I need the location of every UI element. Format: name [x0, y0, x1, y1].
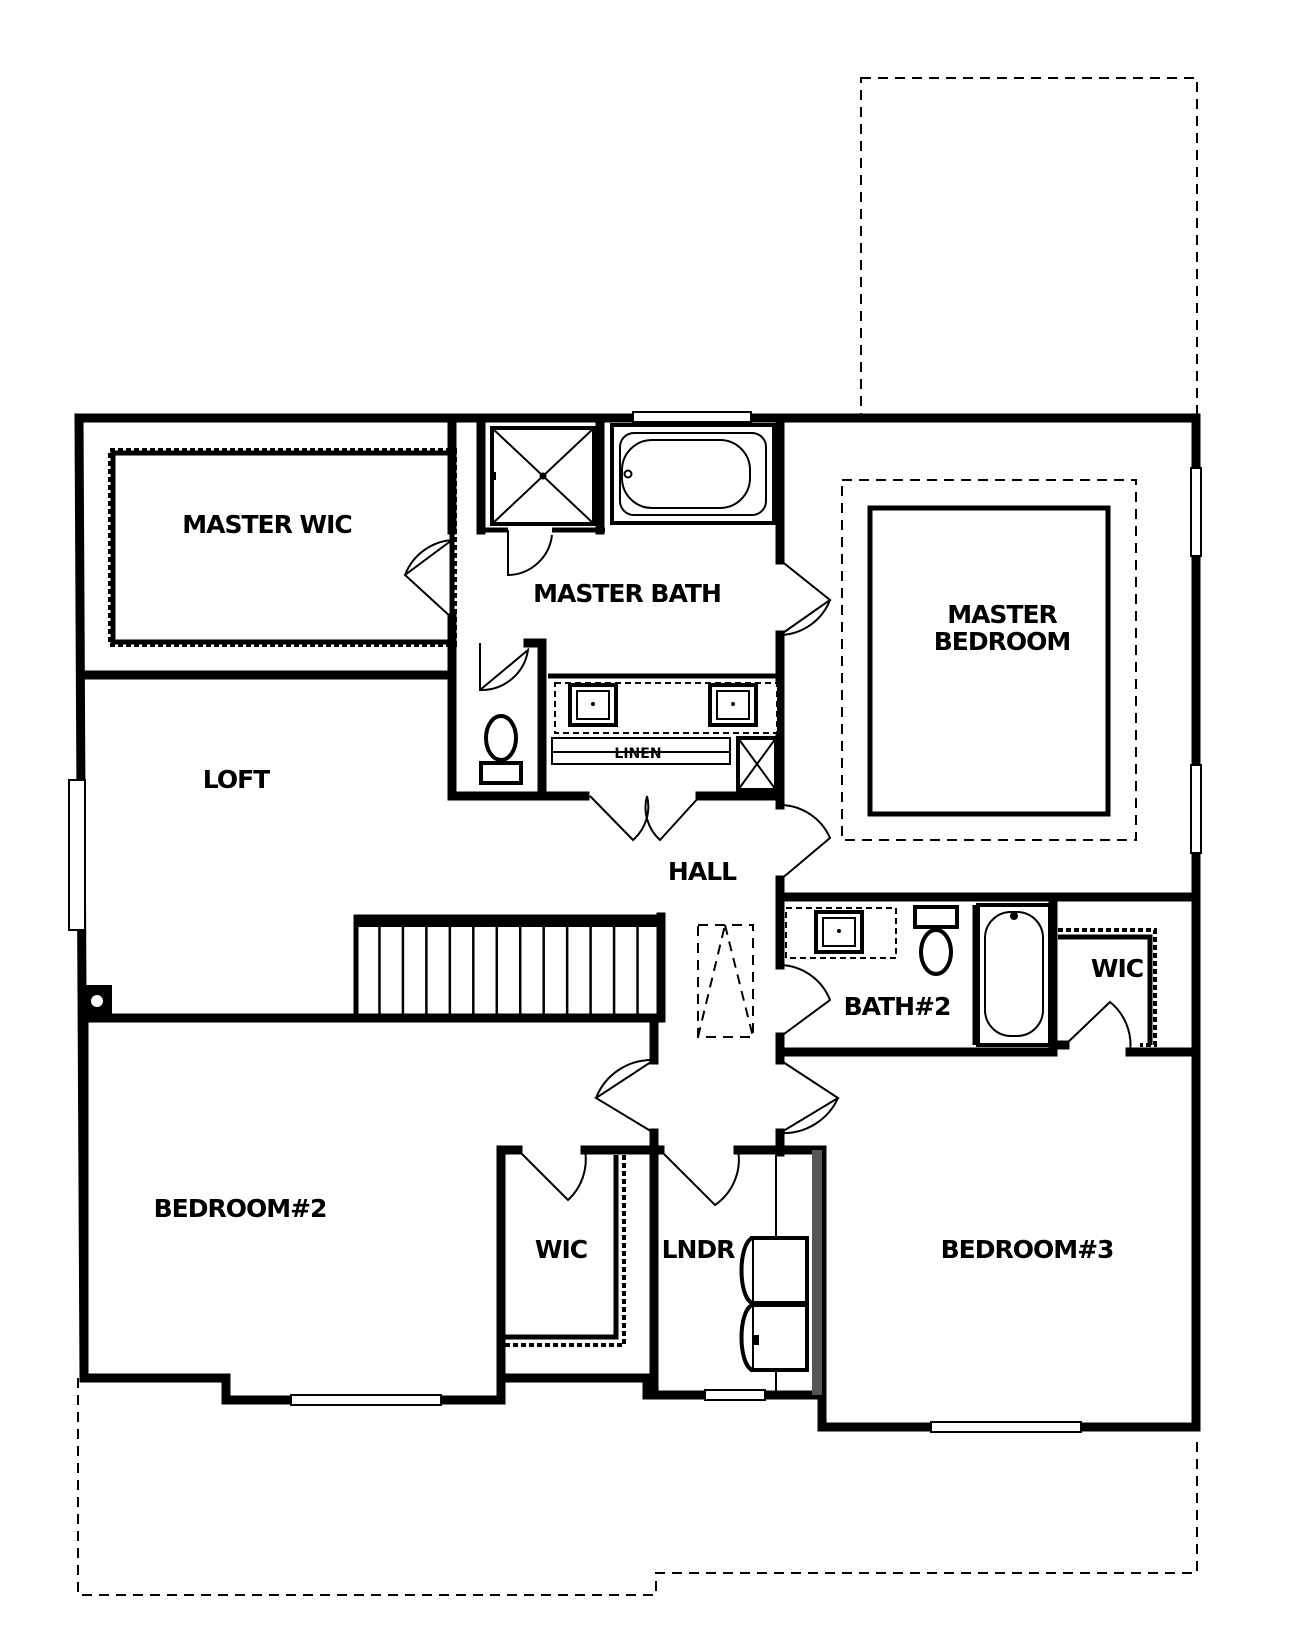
vanity	[554, 682, 778, 734]
sink-icon	[568, 683, 618, 727]
upper-dashed-area	[860, 77, 1198, 417]
label-wic-right: WIC	[1091, 954, 1143, 983]
attic-access-icon	[697, 924, 754, 1038]
window-bed2	[290, 1394, 442, 1406]
label-master-wic: MASTER WIC	[182, 510, 352, 539]
right-wic-shelf-inner	[1058, 934, 1153, 1045]
sink-icon	[708, 683, 758, 727]
bath2-door	[779, 964, 832, 1038]
toilet-icon	[913, 905, 959, 976]
right-wic-shelving	[1058, 928, 1157, 1047]
label-hall: HALL	[668, 857, 737, 886]
vanity-bath2	[785, 907, 897, 959]
label-master-bedroom-1: MASTER	[947, 600, 1057, 629]
master-wic-shelving-inner	[110, 450, 455, 645]
lower-dashed-area	[77, 1378, 1198, 1596]
label-loft: LOFT	[203, 765, 270, 794]
exterior-wall	[74, 413, 1201, 1432]
sink-icon	[814, 910, 864, 954]
dryer-icon	[739, 1236, 809, 1305]
shower-door-swing	[507, 530, 553, 577]
window-bed3	[930, 1421, 1082, 1433]
bed2-wic-door	[517, 1149, 587, 1202]
wall-lndr-hatched	[812, 1150, 822, 1395]
lndr-door	[659, 1149, 740, 1207]
washer-icon	[739, 1303, 809, 1372]
label-wic-left: WIC	[535, 1235, 587, 1264]
masterbath-right-door	[779, 559, 832, 636]
stairs-icon	[353, 914, 664, 1019]
wc-door-swing	[479, 643, 530, 692]
master-wic-shelving	[108, 448, 457, 647]
toilet-icon	[479, 714, 523, 785]
bed2-wic-shelf-inner	[505, 1155, 619, 1340]
label-bedroom2: BEDROOM#2	[154, 1194, 327, 1223]
masterbed-door	[779, 804, 832, 881]
label-master-bath: MASTER BATH	[533, 579, 721, 608]
masterbath-left-door	[403, 539, 453, 619]
label-linen: LINEN	[614, 746, 661, 762]
label-bath2: BATH#2	[844, 992, 951, 1021]
tray-ceiling-outer	[841, 479, 1137, 841]
window-top-bath	[632, 411, 752, 423]
stair-treads	[378, 920, 639, 1016]
label-bedroom3: BEDROOM#3	[941, 1235, 1114, 1264]
label-lndr: LNDR	[662, 1235, 736, 1264]
window-loft	[68, 779, 86, 931]
window-master-1	[1190, 467, 1202, 557]
linen-cabinet	[736, 736, 778, 792]
tray-ceiling-inner	[867, 505, 1111, 817]
bed3-door	[779, 1059, 840, 1135]
linen-doors	[589, 795, 701, 842]
window-master-2	[1190, 764, 1202, 854]
bathtub-icon	[610, 423, 776, 525]
bed2-door	[594, 1058, 655, 1134]
label-master-bedroom-2: BEDROOM	[934, 627, 1071, 656]
shower-icon	[490, 426, 596, 526]
window-lndr	[704, 1389, 766, 1401]
bathtub-icon	[976, 903, 1052, 1047]
right-wic-door	[1064, 1000, 1132, 1053]
column-icon	[86, 985, 112, 1015]
